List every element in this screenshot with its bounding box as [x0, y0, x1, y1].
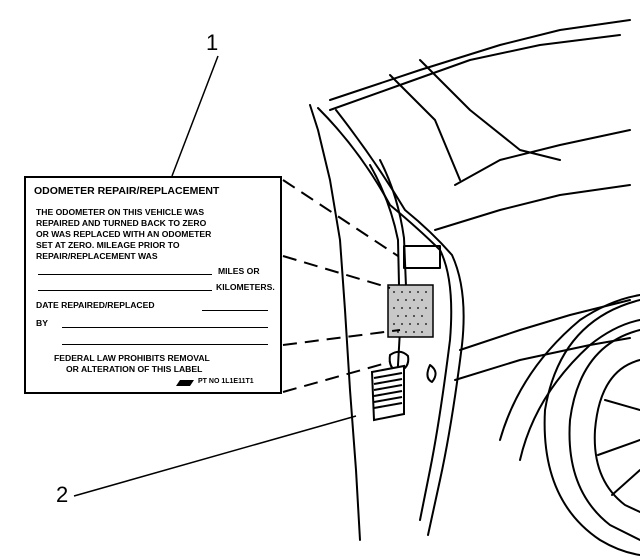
label-body-line-2: REPAIRED AND TURNED BACK TO ZERO — [36, 218, 207, 228]
callout-1-leader — [171, 55, 219, 177]
callout-number-2: 2 — [56, 482, 69, 507]
odometer-label-card: ODOMETER REPAIR/REPLACEMENT THE ODOMETER… — [24, 176, 282, 394]
car-roof-inner-line — [329, 34, 621, 111]
door-pillar-inner — [335, 109, 465, 536]
wheel-rim — [593, 359, 640, 513]
wheel-spoke-3 — [611, 469, 640, 496]
door-jamb-surface — [379, 159, 409, 336]
kilometers-label: KILOMETERS. — [216, 282, 275, 292]
manufacturer-logo — [176, 380, 194, 386]
rear-door-edge — [309, 104, 361, 541]
roof-pillar — [419, 59, 561, 161]
windshield-line — [389, 74, 461, 181]
door-striker — [426, 364, 437, 383]
callout-2-leader — [73, 415, 357, 497]
callout-number-1: 1 — [206, 30, 219, 55]
miles-or-label: MILES OR — [218, 266, 260, 276]
projection-lines — [282, 179, 401, 393]
fender-arch-inner — [519, 319, 640, 461]
label-body-line-1: THE ODOMETER ON THIS VEHICLE WAS — [36, 207, 205, 217]
wheel-tire-outer — [543, 299, 640, 556]
by-label: BY — [36, 318, 48, 328]
label-location-plate — [387, 284, 434, 338]
wheel-spoke-2 — [597, 439, 640, 456]
mileage-blank-line — [38, 274, 212, 275]
warning-line-1: FEDERAL LAW PROHIBITS REMOVAL — [54, 353, 210, 363]
label-title: ODOMETER REPAIR/REPLACEMENT — [34, 185, 220, 197]
label-body-line-3: OR WAS REPLACED WITH AN ODOMETER — [36, 229, 212, 239]
by-blank-line-2 — [62, 344, 268, 345]
door-lock-pillar-component — [370, 364, 405, 422]
date-blank-line — [202, 310, 268, 311]
wheel-tire-inner — [568, 329, 640, 541]
kilometers-blank-line — [38, 290, 212, 291]
label-body-line-5: REPAIR/REPLACEMENT WAS — [36, 251, 158, 261]
door-hinge-upper — [403, 245, 441, 269]
label-body-line-4: SET AT ZERO. MILEAGE PRIOR TO — [36, 240, 180, 250]
warning-line-2: OR ALTERATION OF THIS LABEL — [66, 364, 203, 374]
door-hinge-lower — [388, 350, 410, 373]
part-number: PT NO 1L1E11T1 — [198, 378, 254, 385]
window-frame — [454, 129, 631, 186]
car-roof-line — [329, 19, 631, 101]
by-blank-line-1 — [62, 327, 268, 328]
wheel-spoke-1 — [604, 399, 640, 411]
date-repaired-label: DATE REPAIRED/REPLACED — [36, 300, 155, 310]
door-jamb-edge — [369, 164, 401, 401]
fender-arch — [499, 294, 640, 441]
lower-body-line — [454, 337, 631, 381]
dot-pattern — [393, 291, 427, 333]
body-side-line — [434, 184, 631, 231]
